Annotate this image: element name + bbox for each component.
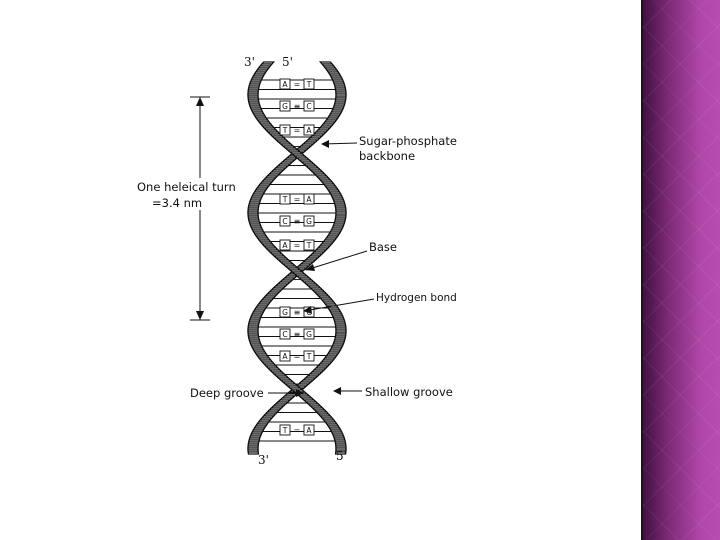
base-pair: C ≡ G (280, 329, 314, 339)
helical-turn-down-arrow-icon (196, 311, 204, 320)
base-letter-right: T (306, 241, 312, 250)
hydrogen-bond-label: Hydrogen bond (376, 292, 457, 304)
hydrogen-bond-symbol: ≡ (294, 217, 301, 226)
backbone-strand-segment (336, 94, 346, 96)
base-letter-right: G (306, 330, 312, 339)
decorative-purple-sidebar (641, 0, 720, 540)
hydrogen-bond-symbol: ≡ (294, 330, 301, 339)
hydrogen-bond-symbol: = (294, 426, 301, 435)
hydrogen-bond-symbol: ≡ (294, 308, 301, 317)
base-letter-right: G (306, 217, 312, 226)
base-pair: A = T (280, 79, 314, 89)
base-letter-left: T (282, 126, 288, 135)
helical-turn-label-line2: =3.4 nm (152, 196, 202, 210)
hydrogen-bond-symbol: = (294, 241, 301, 250)
bottom-left-3prime-label: 3' (258, 453, 269, 467)
base-label: Base (369, 240, 397, 254)
top-right-5prime-label: 5' (282, 55, 293, 69)
dna-diagram: A=TG≡CT=AT=AC≡GA=TG≡CC≡GA=TT=A 3' 5' 3' … (0, 0, 641, 540)
bottom-right-5prime-label: 5' (336, 449, 347, 463)
base-letter-left: A (282, 80, 288, 89)
hydrogen-bond-symbol: = (294, 195, 301, 204)
base-pair: T = A (280, 194, 314, 204)
base-letter-left: C (282, 217, 287, 226)
base-letter-right: T (306, 352, 312, 361)
helical-turn-up-arrow-icon (196, 97, 204, 106)
base-pair: T = A (280, 125, 314, 135)
shallow-groove-label: Shallow groove (365, 385, 453, 399)
base-letter-left: C (282, 330, 287, 339)
backbone-pointer-arrow-icon (321, 140, 329, 148)
base-letter-right: C (306, 102, 311, 111)
deep-groove-label: Deep groove (190, 386, 264, 400)
base-pair: A = T (280, 351, 314, 361)
shallow-groove-pointer-arrow-icon (333, 387, 341, 395)
sugar-phosphate-label-line1: Sugar-phosphate (359, 134, 457, 148)
sugar-phosphate-label-line2: backbone (359, 149, 415, 163)
base-pair: C ≡ G (280, 216, 314, 226)
base-letter-left: A (282, 241, 288, 250)
base-letter-right: A (306, 426, 312, 435)
hydrogen-bond-symbol: = (294, 126, 301, 135)
top-left-3prime-label: 3' (244, 55, 255, 69)
helical-turn-label-line1: One heleical turn (137, 180, 236, 194)
hydrogen-bond-symbol: = (294, 352, 301, 361)
base-letter-left: T (282, 195, 288, 204)
base-letter-left: G (282, 308, 288, 317)
base-letter-right: A (306, 126, 312, 135)
base-pair: G ≡ C (280, 101, 314, 111)
base-letter-left: T (282, 426, 288, 435)
hydrogen-bond-symbol: ≡ (294, 102, 301, 111)
base-pair: A = T (280, 240, 314, 250)
sidebar-divider (641, 0, 643, 540)
base-letter-left: A (282, 352, 288, 361)
base-letter-left: G (282, 102, 288, 111)
base-letter-right: T (306, 80, 312, 89)
backbone-strand-segment (336, 330, 346, 332)
backbone-strand-segment (336, 212, 346, 214)
base-pair: T = A (280, 425, 314, 435)
hydrogen-bond-symbol: = (294, 80, 301, 89)
backbone-strand-segment (248, 452, 258, 454)
base-letter-right: A (306, 195, 312, 204)
